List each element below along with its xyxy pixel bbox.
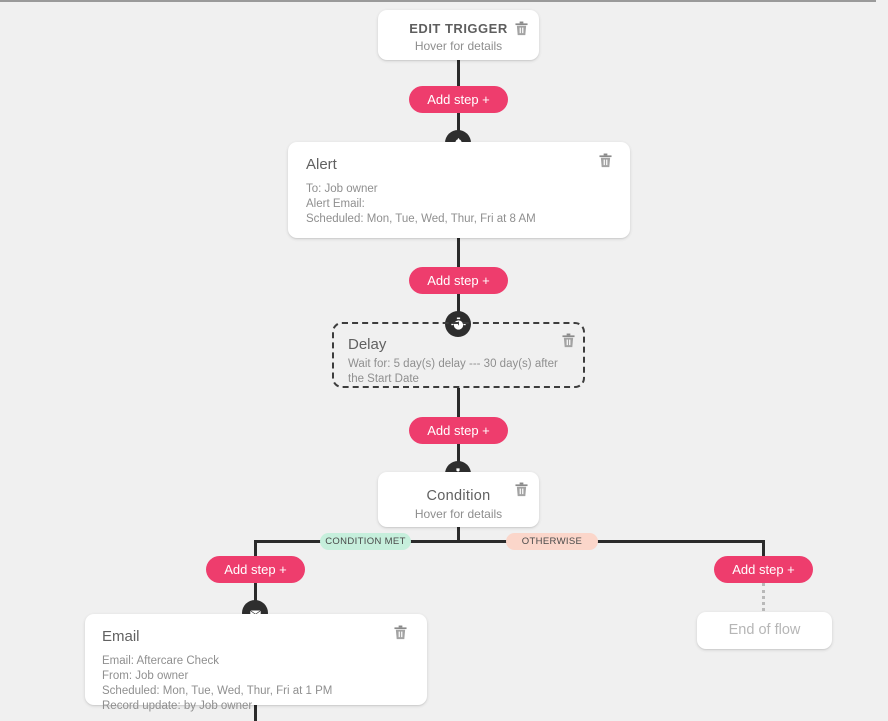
add-step-button-otherwise[interactable]: Add step + (714, 556, 813, 583)
connector-addleft-to-email (254, 583, 257, 601)
connector-branch-left-down (254, 540, 257, 557)
condition-subtitle: Hover for details (414, 507, 503, 521)
delete-condition-icon[interactable] (515, 482, 528, 497)
end-of-flow-card: End of flow (697, 612, 832, 649)
top-divider (0, 0, 876, 2)
delay-line-wait: Wait for: 5 day(s) delay --- 30 day(s) a… (348, 358, 558, 385)
stopwatch-icon (445, 311, 471, 337)
connector-alert-to-add2 (457, 238, 460, 268)
add-step-button-2[interactable]: Add step + (409, 267, 508, 294)
alert-line-email: Alert Email: (306, 198, 365, 210)
email-card[interactable]: Email Email: Aftercare Check From: Job o… (85, 614, 427, 712)
branch-label-condition-met: CONDITION MET (320, 533, 411, 550)
alert-line-to: To: Job owner (306, 183, 378, 195)
delete-trigger-icon[interactable] (515, 21, 528, 36)
alert-card[interactable]: Alert To: Job owner Alert Email: Schedul… (288, 142, 630, 238)
add-step-button-1[interactable]: Add step + (409, 86, 508, 113)
delete-delay-icon[interactable] (562, 333, 575, 348)
condition-card[interactable]: Condition Hover for details (378, 472, 539, 527)
condition-title: Condition (426, 488, 491, 504)
email-line-record-update: Record update: by Job owner (102, 700, 253, 712)
alert-title: Alert (306, 156, 337, 173)
connector-email-down (254, 705, 257, 721)
add-step-button-condition-met[interactable]: Add step + (206, 556, 305, 583)
delay-card[interactable]: Delay Wait for: 5 day(s) delay --- 30 da… (332, 322, 585, 388)
connector-add3-to-condition (457, 444, 460, 462)
connector-add2-to-delay (457, 294, 460, 312)
trigger-title: EDIT TRIGGER (409, 21, 508, 36)
connector-delay-to-add3 (457, 388, 460, 418)
delete-email-icon[interactable] (394, 625, 407, 640)
trigger-card[interactable]: EDIT TRIGGER Hover for details (378, 10, 539, 60)
delete-alert-icon[interactable] (599, 153, 612, 168)
trigger-subtitle: Hover for details (414, 39, 503, 53)
connector-addright-to-end (762, 583, 765, 611)
email-title: Email (102, 628, 140, 645)
connector-branch-right-down (762, 540, 765, 557)
branch-label-otherwise: OTHERWISE (506, 533, 598, 550)
email-line-subject: Email: Aftercare Check (102, 655, 219, 667)
connector-trigger-to-add1 (457, 60, 460, 87)
add-step-button-3[interactable]: Add step + (409, 417, 508, 444)
email-line-scheduled: Scheduled: Mon, Tue, Wed, Thur, Fri at 1… (102, 685, 333, 697)
connector-condition-to-branch (457, 527, 460, 542)
connector-add1-to-alert (457, 113, 460, 131)
email-line-from: From: Job owner (102, 670, 189, 682)
delay-title: Delay (348, 336, 387, 353)
alert-line-scheduled: Scheduled: Mon, Tue, Wed, Thur, Fri at 8… (306, 213, 536, 225)
